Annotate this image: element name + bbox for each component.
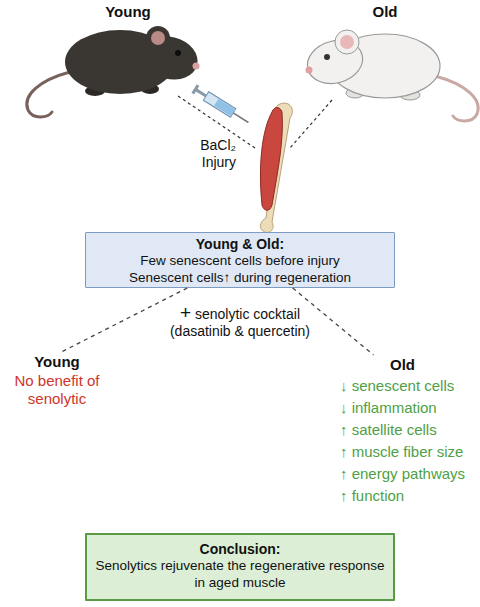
treatment-label: + senolytic cocktail (dasatinib & querce… [155,304,325,340]
node-text: ↑ energy pathways [340,463,475,485]
mouse-nose [306,67,313,74]
mouse-ear [146,26,170,50]
mouse-ear-inner [151,31,165,45]
dashed-leader [290,100,332,148]
dashed-connector [293,288,374,355]
conclusion-box: Conclusion:Senolytics rejuvenate the reg… [85,533,395,601]
young-mouse [27,26,203,117]
bone [260,103,292,232]
node-text: Senescent cells↑ during regeneration [92,270,388,287]
mouse-eye [175,50,181,56]
node-text: Senolytics rejuvenate the regenerative r… [93,558,387,591]
group-label: Young [78,3,178,20]
node-heading: Young & Old: [92,236,388,253]
mouse-tail [435,76,478,121]
node-text: No benefit of senolytic [14,372,100,408]
node-text: ↓ inflammation [340,397,475,419]
summary-box: Young & Old:Few senescent cells before i… [85,232,395,288]
old-result: Old↓ senescent cells↓ inflammation↑ sate… [330,355,475,507]
node-heading: Young [14,352,100,372]
node-text: ↑ function [340,485,475,507]
syringe-plunger-end [191,84,199,94]
mouse-ear [335,30,359,54]
syringe [191,84,251,126]
node-text: Few senescent cells before injury [92,253,388,270]
node-text: ↑ satellite cells [340,419,475,441]
node-text: ↑ muscle fiber size [340,441,475,463]
dashed-connector [61,288,187,352]
syringe-liquid [214,99,235,116]
syringe-needle [233,113,248,123]
mouse-eye [324,54,330,60]
young-result: YoungNo benefit of senolytic [14,352,100,408]
node-heading: Old [340,355,475,375]
mouse-tail [27,72,70,117]
mouse-ear-inner [340,35,354,49]
old-mouse [303,30,479,121]
injury-label: BaCl₂ Injury [180,137,236,171]
node-heading: Conclusion: [93,541,387,558]
muscle [260,108,282,211]
syringe-barrel [203,92,235,117]
node-text: ↓ senescent cells [340,375,475,397]
mouse-nose [193,63,200,70]
hindlimb [260,103,292,232]
group-label: Old [335,3,435,20]
